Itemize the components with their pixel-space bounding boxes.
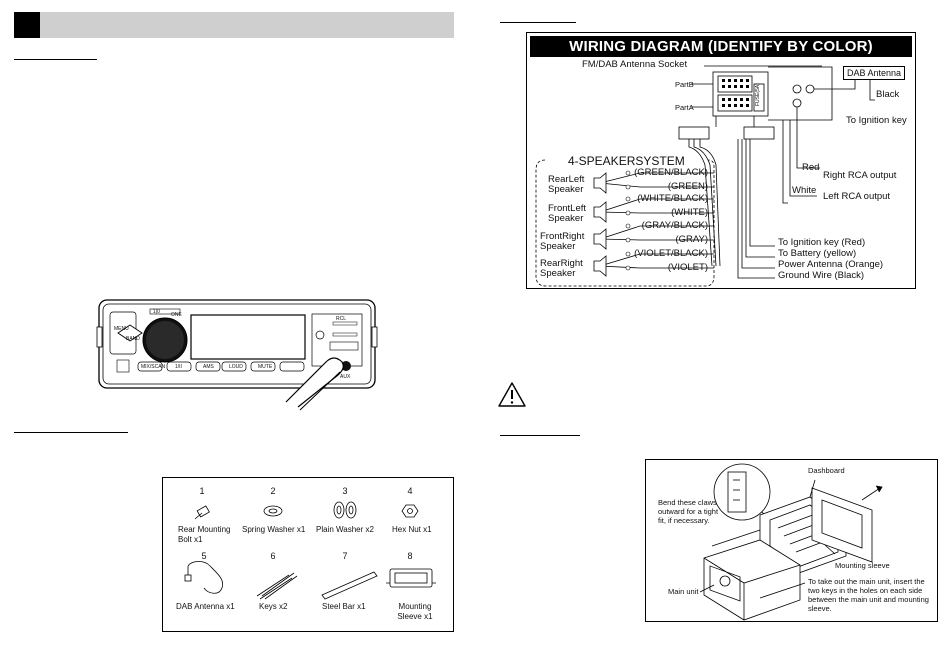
accessory-number: 4 — [407, 486, 413, 496]
faceplate-small-text: RCL — [336, 316, 347, 322]
accessories-box — [162, 477, 454, 632]
wire-color-label: (VIOLET/BLACK) — [634, 248, 708, 259]
accessory-caption: Hex Nut x1 — [392, 525, 432, 534]
red-wire-label: Red — [802, 162, 820, 173]
mounting-sleeve-label: Mounting sleeve — [835, 561, 890, 570]
faceplate-btn-label: MUTE — [258, 364, 273, 370]
dashboard-label: Dashboard — [808, 466, 845, 475]
accessory-number: 1 — [199, 486, 205, 496]
faceplate-aux-label: AUX — [340, 374, 351, 380]
speaker-system-title: 4-SPEAKERSYSTEM — [565, 154, 688, 168]
faceplate-menu-label: MENU — [114, 326, 129, 332]
removal-note: To take out the main unit, insert the tw… — [808, 577, 929, 613]
accessory-caption: Plain Washer x2 — [316, 525, 374, 534]
wire-color-label: (VIOLET) — [667, 262, 708, 273]
wire-color-label: (WHITE) — [671, 207, 708, 218]
wire-color-label: (GRAY) — [675, 234, 708, 245]
part-a-label: PartA — [675, 103, 694, 112]
accessory-number: 3 — [342, 486, 348, 496]
accessory-caption: Keys x2 — [259, 602, 288, 611]
faceplate-btn-label: 1/II — [175, 364, 182, 370]
antenna-socket-label: FM/DAB Antenna Socket — [582, 59, 688, 70]
wiring-heading-rule — [500, 22, 576, 23]
wiring-diagram-title: WIRING DIAGRAM (IDENTIFY BY COLOR) — [530, 36, 912, 57]
accessory-number: 7 — [342, 551, 348, 561]
section-header-bar — [14, 12, 454, 38]
faceplate-band-label: BAND — [126, 336, 140, 342]
power-wire-label: Power Antenna (Orange) — [778, 259, 884, 270]
accessories-heading-rule — [14, 432, 128, 433]
accessory-caption: Rear Mounting Bolt x1 — [178, 525, 231, 544]
accessory-caption: Steel Bar x1 — [322, 602, 366, 611]
accessory-number: 6 — [270, 551, 276, 561]
wire-color-label: (WHITE/BLACK) — [637, 193, 708, 204]
faceplate-btn-label: MIX/SCAN — [141, 364, 166, 370]
right-rca-label: Right RCA output — [823, 170, 897, 181]
dab-antenna-label: DAB Antenna — [843, 66, 906, 80]
faceplate-small-text: ONE — [171, 312, 182, 318]
accessory-number: 2 — [270, 486, 276, 496]
installation-heading-rule — [500, 435, 580, 436]
white-wire-label: White — [792, 185, 817, 196]
power-wire-label: Ground Wire (Black) — [778, 270, 865, 281]
main-unit-label: Main unit — [668, 587, 699, 596]
accessory-caption: Mounting Sleeve x1 — [397, 602, 433, 621]
black-wire-label: Black — [876, 89, 900, 100]
accessory-caption: DAB Antenna x1 — [176, 602, 235, 611]
wire-color-label: (GREEN) — [667, 181, 708, 192]
accessory-number: 8 — [407, 551, 413, 561]
ignition-key-label: To Ignition key — [846, 115, 907, 126]
section-header-marker — [14, 12, 40, 38]
part-b-label: PartB — [675, 80, 694, 89]
wire-color-label: (GRAY/BLACK) — [641, 220, 708, 231]
power-wire-label: To Battery (yellow) — [778, 248, 857, 259]
claws-note: Bend these claws outward for a tight fit… — [658, 498, 719, 525]
accessory-number: 5 — [201, 551, 207, 561]
left-rca-label: Left RCA output — [823, 191, 891, 202]
power-wire-label: To Ignition key (Red) — [778, 237, 866, 248]
wire-color-label: (GREEN/BLACK) — [634, 167, 708, 178]
faceplate-small-text: 1|0 — [153, 309, 160, 315]
faceplate-btn-label: LOUD — [229, 364, 243, 370]
accessory-caption: Spring Washer x1 — [242, 525, 306, 534]
section-heading-rule — [14, 59, 97, 60]
faceplate-btn-label: AMS — [203, 364, 214, 370]
